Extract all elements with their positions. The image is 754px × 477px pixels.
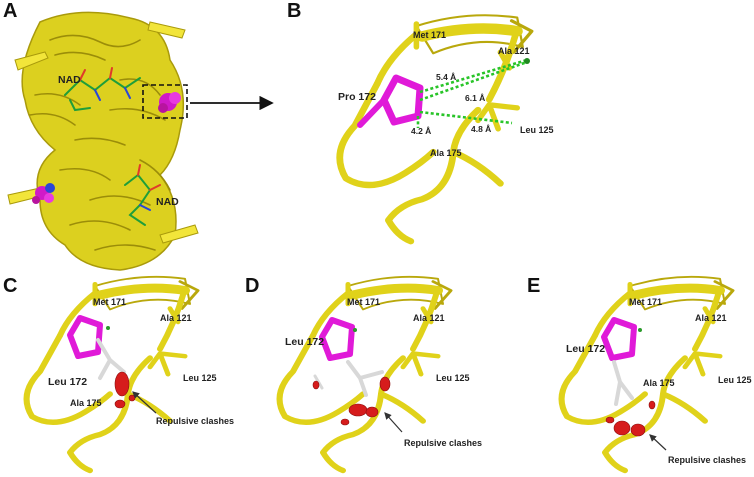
leucine-172-ring-e xyxy=(601,317,637,406)
clash-blobs xyxy=(114,371,136,409)
panel-b: B Met 171 Ala 121 Pro 172 Leu 125 Ala 17… xyxy=(287,0,554,241)
leucine-172-ring xyxy=(67,315,126,380)
d-label-ala121: Ala 121 xyxy=(413,313,445,323)
protein-cartoon xyxy=(7,11,199,271)
distance-4-8: 4.8 Å xyxy=(471,124,491,134)
distance-5-4: 5.4 Å xyxy=(436,72,456,82)
c-label-clash: Repulsive clashes xyxy=(156,416,234,426)
zoom-box xyxy=(142,84,188,119)
clash-arrow-d xyxy=(384,412,403,433)
panel-e-label: E xyxy=(527,275,540,297)
label-met171: Met 171 xyxy=(413,30,446,40)
sphere-site-top xyxy=(158,92,181,113)
c-label-leu172: Leu 172 xyxy=(48,376,87,388)
panel-c: C Met 171 Ala 121 Leu 172 Leu 125 Ala 17… xyxy=(3,275,234,471)
leucine-172-ring-d xyxy=(313,317,384,397)
label-pro172: Pro 172 xyxy=(338,91,376,103)
distance-6-1: 6.1 Å xyxy=(465,93,485,103)
c-label-ala175: Ala 175 xyxy=(70,398,102,408)
e-label-clash: Repulsive clashes xyxy=(668,455,746,465)
panel-d: D Met 171 Ala 121 Leu 172 Leu 125 Repuls… xyxy=(245,275,482,471)
nad-top-label: NAD xyxy=(58,74,81,86)
e-label-leu172: Leu 172 xyxy=(566,343,605,355)
panel-b-label: B xyxy=(287,0,301,22)
panel-c-label: C xyxy=(3,275,17,297)
proline-172-ring xyxy=(357,74,424,128)
panel-d-label: D xyxy=(245,275,259,297)
d-label-met171: Met 171 xyxy=(347,297,380,307)
e-label-ala175: Ala 175 xyxy=(643,378,675,388)
e-label-leu125: Leu 125 xyxy=(718,375,752,385)
distance-lines xyxy=(416,58,528,128)
clash-arrow-c xyxy=(132,391,157,414)
d-label-clash: Repulsive clashes xyxy=(404,438,482,448)
c-label-met171: Met 171 xyxy=(93,297,126,307)
c-label-ala121: Ala 121 xyxy=(160,313,192,323)
clash-arrow-e xyxy=(649,434,667,451)
panel-e: E Met 171 Ala 121 Leu 172 Leu 125 Ala 17… xyxy=(527,275,752,471)
nad-bottom-label: NAD xyxy=(156,196,179,208)
distance-4-2: 4.2 Å xyxy=(411,126,431,136)
e-label-ala121: Ala 121 xyxy=(695,313,727,323)
clash-blobs-d xyxy=(312,376,391,426)
nad-bottom-ligand xyxy=(124,164,161,226)
e-label-met171: Met 171 xyxy=(629,297,662,307)
panel-a-label: A xyxy=(3,0,17,22)
clash-blobs-e xyxy=(605,400,656,437)
c-label-leu125: Leu 125 xyxy=(183,373,217,383)
nad-top-ligand xyxy=(64,67,141,112)
panel-a: A xyxy=(3,0,274,271)
label-ala121: Ala 121 xyxy=(498,46,530,56)
d-label-leu172: Leu 172 xyxy=(285,336,324,348)
d-label-leu125: Leu 125 xyxy=(436,373,470,383)
label-leu125: Leu 125 xyxy=(520,125,554,135)
sphere-site-bottom xyxy=(32,183,55,204)
label-ala175: Ala 175 xyxy=(430,148,462,158)
